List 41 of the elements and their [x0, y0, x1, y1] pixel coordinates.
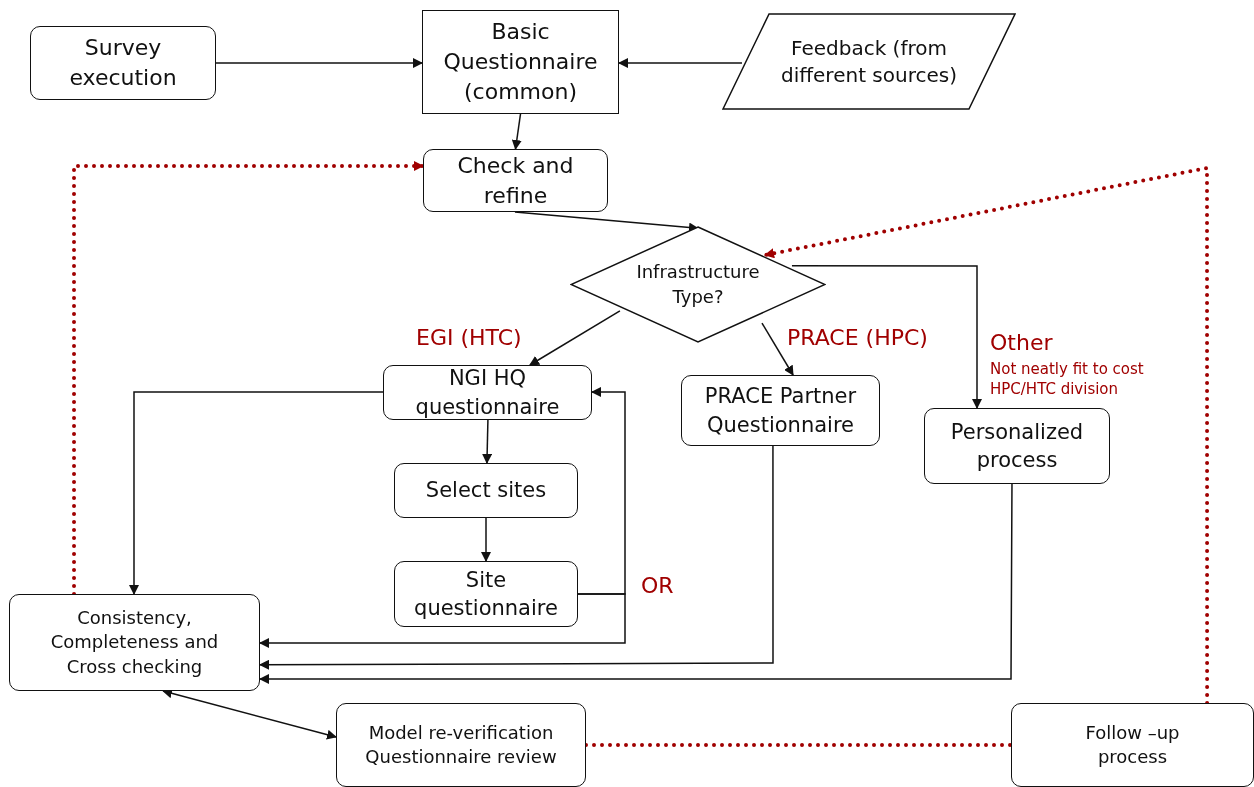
arrow [215, 58, 423, 69]
dotted-arrow [72, 161, 425, 596]
node-label: Model re-verification Questionnaire review [364, 720, 558, 769]
node-label: Consistency, Completeness and Cross checking [49, 606, 220, 679]
process-box [423, 149, 608, 212]
node-label: Check and refine [456, 151, 575, 210]
input-parallelogram [722, 13, 1016, 110]
node-label: Feedback (from different sources) [780, 34, 958, 89]
node-label: Basic Questionnaire (common) [442, 18, 599, 106]
arrow [791, 265, 982, 409]
process-box [422, 10, 619, 114]
process-box [394, 561, 578, 627]
arrow [259, 593, 626, 648]
node-label: NGI HQ questionnaire [414, 365, 561, 421]
branch-label: OR [641, 572, 674, 600]
arrow [511, 113, 522, 150]
process-box [681, 375, 880, 446]
node-label: Survey execution [68, 34, 178, 92]
node-label: Personalized process [949, 418, 1085, 474]
node-label: Site questionnaire [413, 566, 559, 622]
dotted-arrow [763, 165, 1210, 705]
arrow [482, 419, 493, 464]
arrow [259, 483, 1013, 684]
node-label: Infrastructure Type? [635, 260, 761, 309]
arrow [481, 517, 491, 562]
arrow [761, 322, 794, 376]
node-label: PRACE Partner Questionnaire [703, 383, 858, 439]
process-box [30, 26, 216, 100]
process-box [394, 463, 578, 518]
process-box [383, 365, 592, 420]
note-text: Not neatly fit to cost HPC/HTC division [990, 360, 1145, 399]
process-box [9, 594, 260, 691]
arrow [529, 310, 621, 366]
node-label: Select sites [425, 477, 547, 505]
node-label: Follow –up process [1084, 720, 1181, 769]
arrow [259, 445, 774, 670]
arrow [129, 391, 384, 595]
arrow [618, 58, 743, 69]
process-box [1011, 703, 1254, 787]
process-box [336, 703, 586, 787]
process-box [924, 408, 1110, 484]
